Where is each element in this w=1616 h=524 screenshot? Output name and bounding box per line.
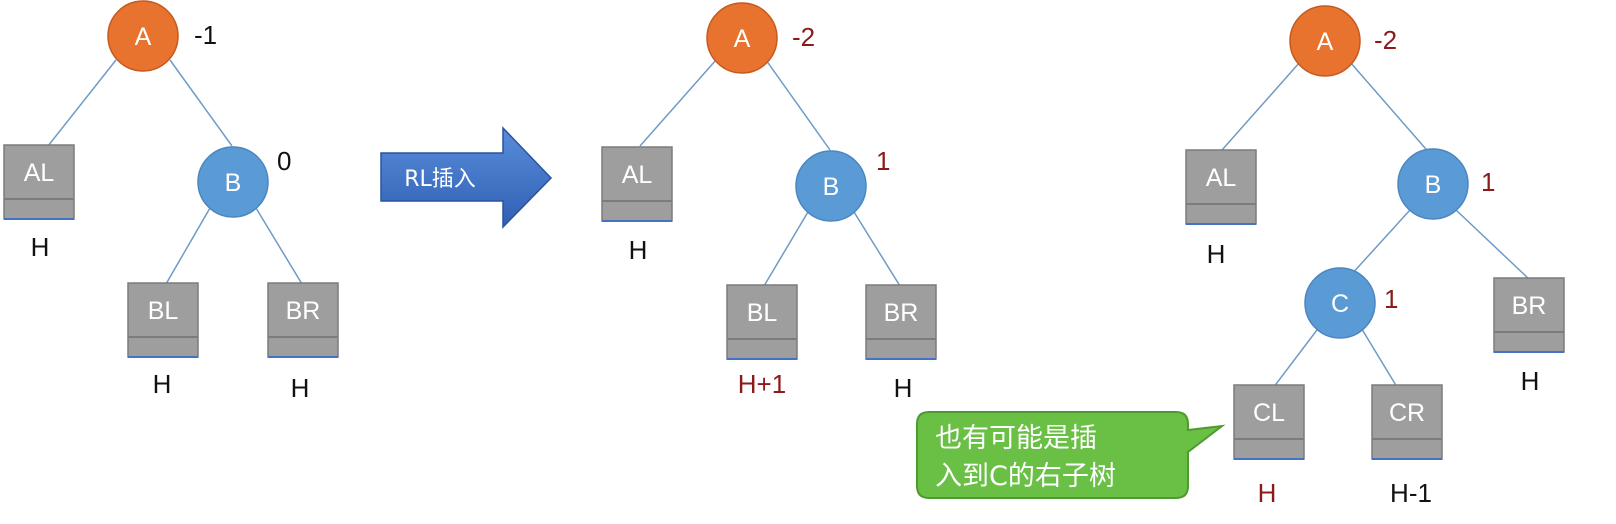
tree-1: A -1 B 0 AL H BL H BR H (3, 0, 339, 403)
edge-a-al (1221, 61, 1301, 151)
subtree-cr-label: CR (1389, 399, 1425, 427)
node-c-label: C (1331, 290, 1349, 318)
node-c (1304, 267, 1376, 339)
subtree-cr: CR (1371, 384, 1443, 460)
edge-a-b (765, 59, 831, 151)
subtree-cl-height: H (1258, 478, 1277, 508)
subtree-al: AL (1185, 149, 1257, 225)
subtree-al-label: AL (1206, 164, 1237, 192)
callout-line-1: 也有可能是插 (935, 423, 1097, 454)
tree-3: A -2 B 1 C 1 AL H BR H CL H (1185, 5, 1565, 508)
node-b (197, 146, 269, 218)
subtree-al-label: AL (622, 161, 653, 189)
subtree-bl: BL (127, 282, 199, 358)
callout-note: 也有可能是插 入到C的右子树 (916, 411, 1226, 499)
arrow-label: RL插入 (404, 167, 476, 192)
subtree-br-label: BR (1512, 292, 1547, 320)
edge-a-al (47, 59, 117, 147)
subtree-bl-height: H (153, 369, 172, 399)
node-b-label: B (823, 173, 840, 201)
subtree-br: BR (267, 282, 339, 358)
subtree-bl-label: BL (148, 297, 179, 325)
node-a-label: A (135, 23, 152, 51)
node-a-label: A (734, 25, 751, 53)
edge-c-cr (1359, 325, 1401, 393)
tree-2: A -2 B 1 AL H BL H+1 BR H (601, 2, 937, 403)
subtree-cr-height: H-1 (1390, 478, 1432, 508)
rl-insert-arrow: RL插入 (380, 126, 553, 229)
edge-b-br (853, 211, 901, 287)
subtree-cl: CL (1233, 384, 1305, 460)
node-b-balance: 1 (876, 146, 890, 176)
node-b-balance: 1 (1481, 167, 1495, 197)
edge-b-br (1455, 209, 1531, 281)
edge-b-bl (165, 207, 211, 285)
subtree-bl-height: H+1 (738, 369, 786, 399)
subtree-br-height: H (291, 373, 310, 403)
node-b (795, 150, 867, 222)
subtree-al: AL (601, 146, 673, 222)
subtree-bl-label: BL (747, 299, 778, 327)
subtree-bl: BL (726, 284, 798, 360)
node-a (1289, 5, 1361, 77)
node-b-label: B (225, 169, 242, 197)
node-b-balance: 0 (277, 146, 291, 176)
subtree-al-height: H (1207, 239, 1226, 269)
edge-b-bl (763, 211, 809, 287)
node-a-balance: -2 (792, 22, 815, 52)
edge-a-b (1349, 61, 1433, 157)
node-a (706, 2, 778, 74)
subtree-br: BR (865, 284, 937, 360)
node-a-label: A (1317, 28, 1334, 56)
callout-line-2: 入到C的右子树 (935, 461, 1116, 492)
subtree-al-height: H (31, 232, 50, 262)
subtree-br-label: BR (884, 299, 919, 327)
node-a-balance: -2 (1374, 25, 1397, 55)
edge-a-b (169, 59, 233, 147)
subtree-br-height: H (894, 373, 913, 403)
subtree-al-height: H (629, 235, 648, 265)
edge-b-c (1349, 209, 1411, 277)
subtree-al-label: AL (24, 159, 55, 187)
node-b-label: B (1425, 171, 1442, 199)
node-c-balance: 1 (1384, 284, 1398, 314)
subtree-al: AL (3, 144, 75, 220)
edge-a-al (639, 59, 717, 147)
edge-b-br (255, 207, 303, 285)
node-b (1397, 148, 1469, 220)
node-a (107, 0, 179, 72)
subtree-br-height: H (1521, 366, 1540, 396)
subtree-br-label: BR (286, 297, 321, 325)
subtree-cl-label: CL (1253, 399, 1285, 427)
subtree-br: BR (1493, 277, 1565, 353)
node-a-balance: -1 (194, 20, 217, 50)
edge-c-cl (1269, 325, 1321, 393)
